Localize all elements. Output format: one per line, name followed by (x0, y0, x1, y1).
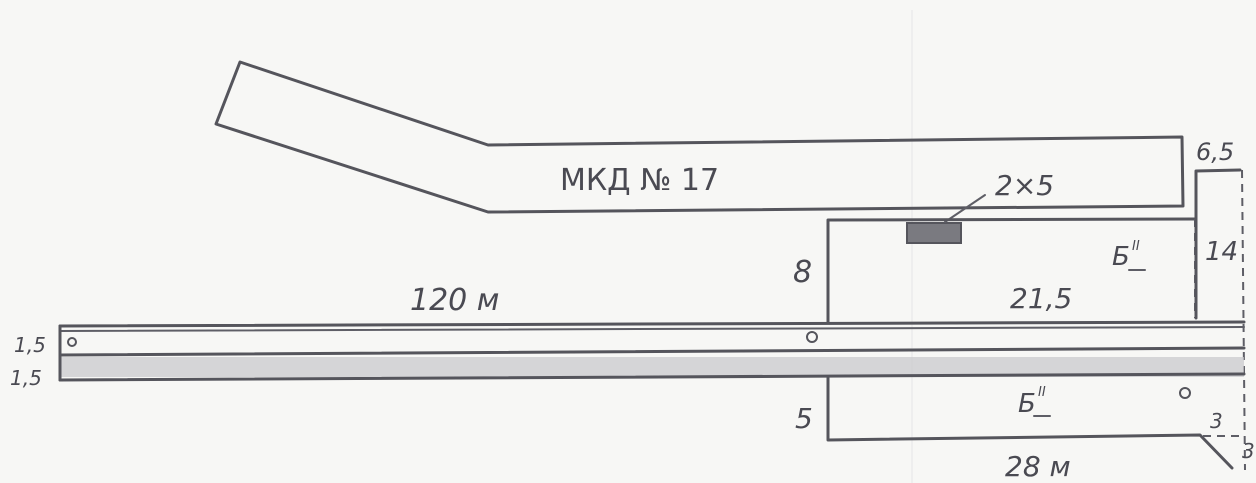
lower-zone-outline (826, 376, 1234, 470)
road-hatched-lane (60, 357, 1244, 377)
right-strip-outline (1194, 168, 1242, 320)
lower-zone-mark: Б (1018, 389, 1036, 419)
dim-corner-b: 3 (1242, 439, 1255, 463)
building-outline (214, 60, 1185, 214)
marker-circle-right (1179, 387, 1191, 399)
dim-8: 8 (793, 255, 812, 290)
road-top-edge (58, 320, 1246, 328)
marker-circle-center (806, 331, 818, 343)
road-bottom-edge (58, 372, 1246, 382)
marker-circle-left (67, 337, 77, 347)
dim-lane-top: 1,5 (14, 333, 46, 357)
small-structure-label: 2×5 (995, 169, 1054, 202)
leader-line-2x5 (944, 194, 986, 223)
dim-6-5: 6,5 (1196, 138, 1234, 166)
dim-28m: 28 м (1005, 450, 1071, 483)
road-mid-edge (58, 346, 1246, 357)
dim-120m: 120 м (410, 283, 499, 318)
lower-zone-mark-sup: II (1038, 385, 1046, 400)
dim-5: 5 (795, 402, 813, 435)
dim-21-5: 21,5 (1010, 282, 1072, 315)
dim-14: 14 (1205, 237, 1238, 267)
building-label: МКД № 17 (560, 163, 719, 198)
upper-zone-mark: Б (1112, 242, 1130, 272)
road-top-inner-edge (59, 326, 1245, 332)
dim-lane-bottom: 1,5 (10, 366, 42, 390)
small-structure-2x5 (906, 222, 962, 244)
upper-zone-mark-sup: II (1132, 239, 1140, 254)
dim-corner-a: 3 (1210, 409, 1223, 433)
upper-zone-outline (826, 217, 1197, 325)
